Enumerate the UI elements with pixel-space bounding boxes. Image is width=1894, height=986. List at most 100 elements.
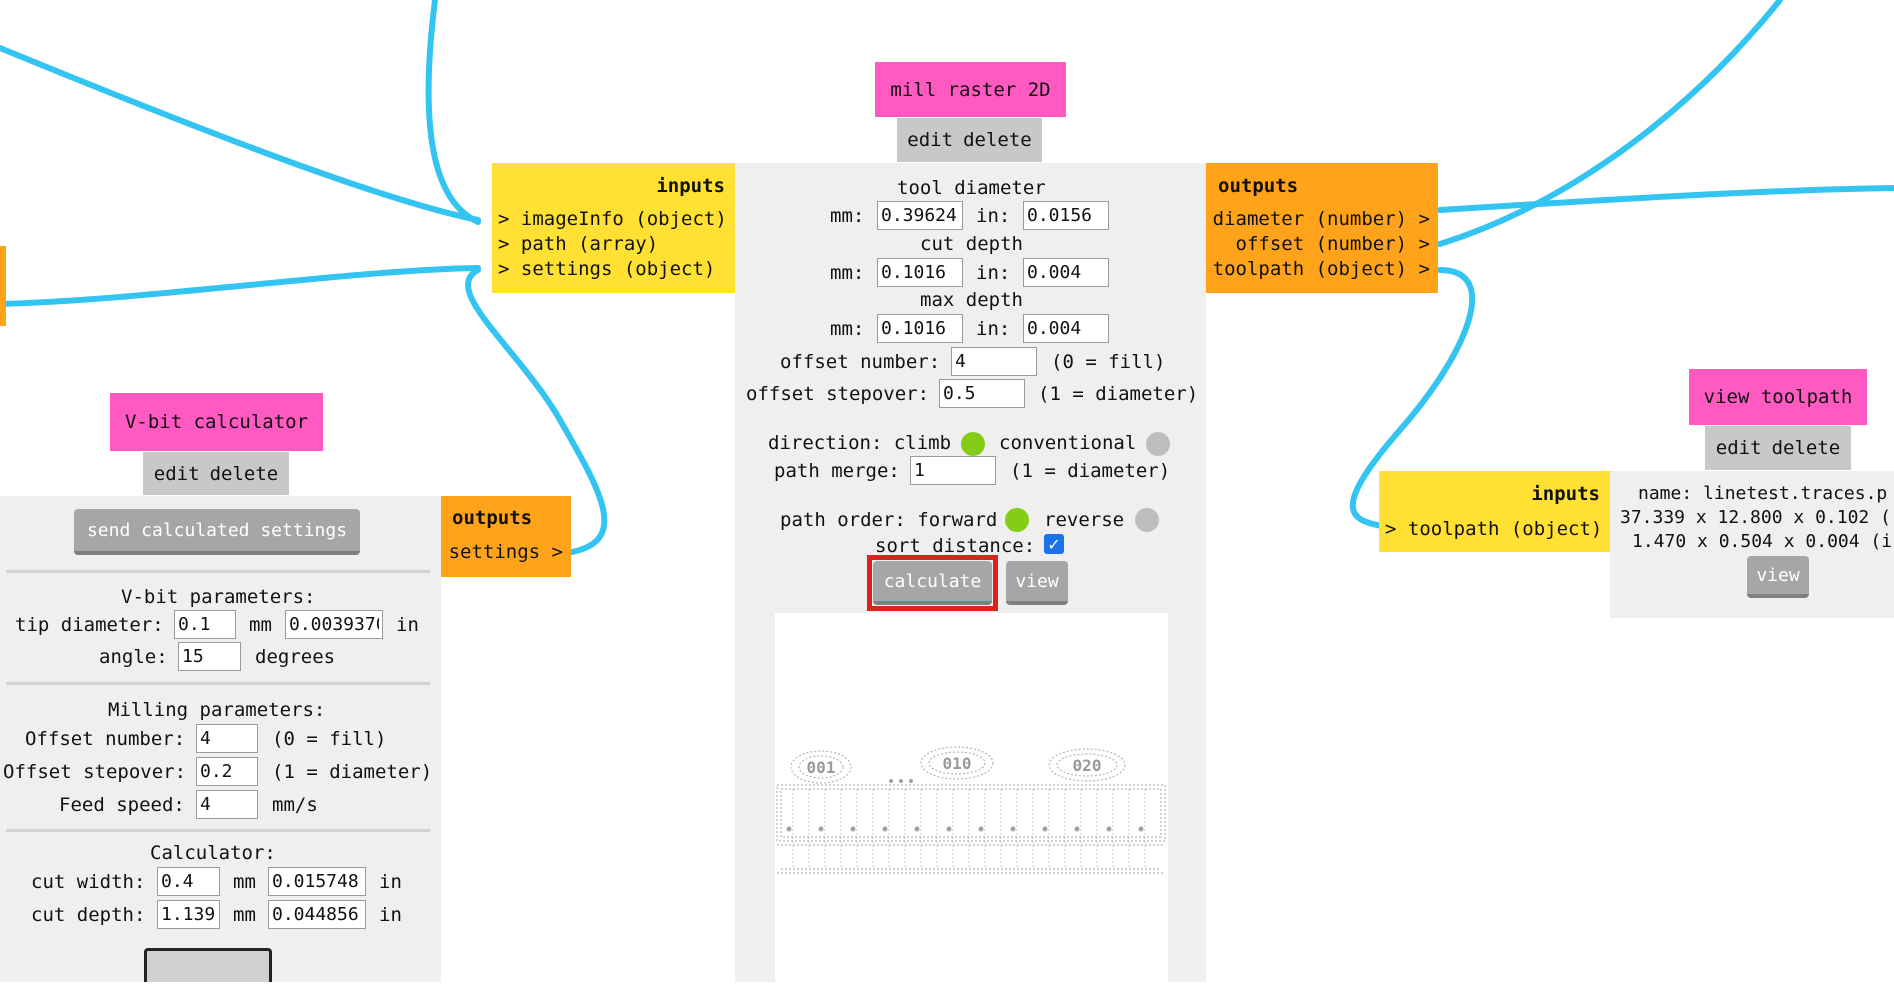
feed-speed-unit: mm/s (272, 794, 318, 816)
input-port-toolpath[interactable]: > toolpath (object) (1385, 518, 1603, 540)
vbit-offset-stepover-input[interactable] (196, 757, 258, 786)
path-order-reverse-radio[interactable] (1135, 508, 1159, 532)
edit-button[interactable]: edit (153, 462, 200, 485)
send-calculated-settings-button[interactable]: send calculated settings (74, 509, 360, 555)
view-button[interactable]: view (1006, 561, 1068, 605)
sort-distance-checkbox[interactable]: ✓ (1044, 534, 1064, 554)
angle-unit: degrees (255, 646, 336, 668)
offscreen-module-stub (0, 246, 6, 326)
view-toolpath-editbar: edit delete (1705, 426, 1851, 470)
output-port-offset[interactable]: offset (number) > (1235, 233, 1430, 255)
path-order-reverse-label: reverse (1044, 509, 1125, 531)
tool-diameter-label: tool diameter (897, 177, 1046, 199)
max-depth-in-label: in: (976, 318, 1011, 340)
vbit-offset-stepover-note: (1 = diameter) (272, 761, 433, 783)
wire-settings-left (0, 265, 481, 307)
view-toolpath-title[interactable]: view toolpath (1689, 369, 1867, 425)
vbit-cut-depth-in-input[interactable] (268, 900, 366, 929)
vbit-calculator-title[interactable]: V-bit calculator (110, 393, 323, 451)
vbit-calculator-panel: send calculated settings V-bit parameter… (0, 496, 441, 982)
wire-diameter (1437, 185, 1894, 213)
inputs-heading: inputs (1531, 483, 1600, 505)
max-depth-mm-label: mm: (830, 318, 865, 340)
divider (6, 829, 430, 832)
input-port-imageinfo[interactable]: > imageInfo (object) (498, 208, 727, 230)
input-port-path[interactable]: > path (array) (498, 233, 659, 255)
preview-label-001: 001 (807, 758, 836, 777)
vbit-calculator-editbar: edit delete (143, 452, 289, 495)
preview-label-020: 020 (1073, 756, 1102, 775)
tip-diameter-in-input[interactable] (285, 610, 383, 639)
path-order-label: path order: forward (780, 509, 998, 531)
toolpath-name: name: linetest.traces.p (1638, 483, 1888, 504)
vbit-offset-number-input[interactable] (196, 724, 258, 753)
delete-button[interactable]: delete (963, 129, 1032, 151)
vbit-cut-depth-mm-input[interactable] (157, 900, 220, 929)
tool-diameter-mm-input[interactable] (877, 201, 963, 230)
path-merge-note: (1 = diameter) (1010, 460, 1171, 482)
toolpath-preview: 001 010 020 (775, 613, 1168, 982)
cut-depth-mm-label: mm: (830, 262, 865, 284)
sort-distance-label: sort distance: (875, 535, 1036, 557)
output-port-toolpath[interactable]: toolpath (object) > (1212, 258, 1430, 280)
mill-raster-inputs: inputs > imageInfo (object) > path (arra… (492, 163, 735, 293)
wire-offset (1437, 0, 1783, 247)
mill-raster-panel: tool diameter mm: in: cut depth mm: in: … (735, 163, 1206, 982)
path-merge-input[interactable] (910, 456, 996, 485)
tool-diameter-mm-label: mm: (830, 205, 865, 227)
view-toolpath-button[interactable]: view (1747, 556, 1809, 598)
wire-imageinfo (0, 45, 481, 223)
outputs-heading: outputs (452, 507, 533, 529)
cut-width-label: cut width: (31, 871, 146, 893)
max-depth-in-input[interactable] (1023, 314, 1109, 343)
cut-depth-in-input[interactable] (1023, 258, 1109, 287)
cut-width-mm-unit: mm (233, 871, 256, 893)
vbit-cut-depth-mm-unit: mm (233, 904, 256, 926)
input-port-settings[interactable]: > settings (object) (498, 258, 716, 280)
max-depth-mm-input[interactable] (877, 314, 963, 343)
offset-stepover-input[interactable] (939, 379, 1025, 408)
calculate-button[interactable]: calculate (873, 561, 992, 605)
vbit-calculate-button[interactable] (144, 948, 272, 982)
cut-width-mm-input[interactable] (157, 867, 220, 896)
tip-diameter-mm-input[interactable] (174, 610, 236, 639)
calculate-highlight (867, 555, 998, 611)
vbit-cut-depth-in-unit: in (379, 904, 402, 926)
inputs-heading: inputs (656, 175, 725, 197)
path-order-forward-radio[interactable] (1005, 508, 1029, 532)
outputs-heading: outputs (1218, 175, 1299, 197)
tip-diameter-mm-unit: mm (249, 614, 272, 636)
edit-button[interactable]: edit (1715, 437, 1762, 459)
preview-label-010: 010 (943, 754, 972, 773)
cut-depth-mm-input[interactable] (877, 258, 963, 287)
angle-input[interactable] (178, 642, 241, 671)
delete-button[interactable]: delete (1771, 437, 1841, 459)
direction-conventional-radio[interactable] (1146, 432, 1170, 456)
edit-button[interactable]: edit (907, 129, 954, 151)
vbit-parameters-heading: V-bit parameters: (121, 586, 316, 608)
direction-label: direction: climb (768, 432, 952, 454)
tool-diameter-in-input[interactable] (1023, 201, 1109, 230)
delete-button[interactable]: delete (209, 462, 279, 485)
calculator-heading: Calculator: (150, 842, 276, 864)
offset-stepover-note: (1 = diameter) (1038, 383, 1199, 405)
offset-stepover-label: offset stepover: (746, 383, 930, 405)
vbit-offset-number-label: Offset number: (25, 728, 186, 750)
preview-graphic: 001 010 020 (776, 746, 1166, 874)
vbit-outputs: outputs settings > (441, 496, 571, 577)
mill-raster-title[interactable]: mill raster 2D (875, 62, 1066, 117)
output-port-settings[interactable]: settings > (448, 541, 563, 563)
output-port-diameter[interactable]: diameter (number) > (1212, 208, 1430, 230)
vbit-offset-number-note: (0 = fill) (272, 728, 387, 750)
offset-number-label: offset number: (780, 351, 941, 373)
tip-diameter-in-unit: in (396, 614, 419, 636)
feed-speed-input[interactable] (196, 790, 258, 819)
tip-diameter-label: tip diameter: (15, 614, 164, 636)
milling-parameters-heading: Milling parameters: (108, 699, 326, 721)
vbit-cut-depth-label: cut depth: (31, 904, 146, 926)
direction-climb-radio[interactable] (961, 432, 985, 456)
cut-width-in-input[interactable] (268, 867, 366, 896)
offset-number-input[interactable] (951, 347, 1037, 376)
vbit-offset-stepover-label: Offset stepover: (3, 761, 187, 783)
direction-conventional-label: conventional (999, 432, 1137, 454)
